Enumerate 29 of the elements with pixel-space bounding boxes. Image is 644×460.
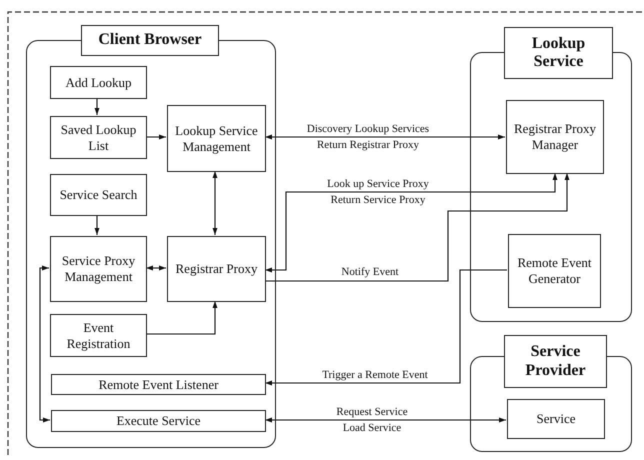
edge-label: Discovery Lookup Services Return Registrar Proxy (306, 122, 430, 153)
process-box: Execute Service (51, 410, 266, 432)
process-box: Event Registration (50, 314, 147, 357)
edge-label: Trigger a Remote Event (321, 368, 429, 383)
connector-arrow (265, 269, 507, 386)
connector-arrow (146, 266, 166, 270)
connector-arrow (265, 134, 505, 140)
edge-label: Look up Service Proxy Return Service Proxy (326, 177, 430, 208)
process-box: Remote Event Listener (51, 374, 266, 395)
connector-arrow (94, 215, 100, 235)
group-heading: Service Provider (504, 335, 607, 388)
process-box: Lookup Service Management (167, 105, 266, 172)
process-box: Registrar Proxy Manager (506, 100, 604, 174)
process-box: Registrar Proxy (167, 236, 266, 302)
connector-arrow (265, 418, 506, 422)
connector-arrow (39, 266, 50, 422)
process-box: Add Lookup (50, 66, 147, 99)
connector-arrow (212, 171, 218, 235)
process-box: Service (507, 399, 605, 439)
group-heading: Lookup Service (504, 27, 613, 79)
connector-arrow (146, 301, 218, 335)
process-box: Service Proxy Management (50, 236, 147, 302)
connector-arrow (146, 134, 166, 140)
connector-arrow (94, 98, 100, 115)
edge-label: Notify Event (340, 265, 400, 280)
process-box: Service Search (50, 174, 147, 216)
process-box: Saved Lookup List (50, 116, 147, 159)
group-heading: Client Browser (81, 25, 219, 56)
process-box: Remote Event Generator (508, 234, 601, 308)
